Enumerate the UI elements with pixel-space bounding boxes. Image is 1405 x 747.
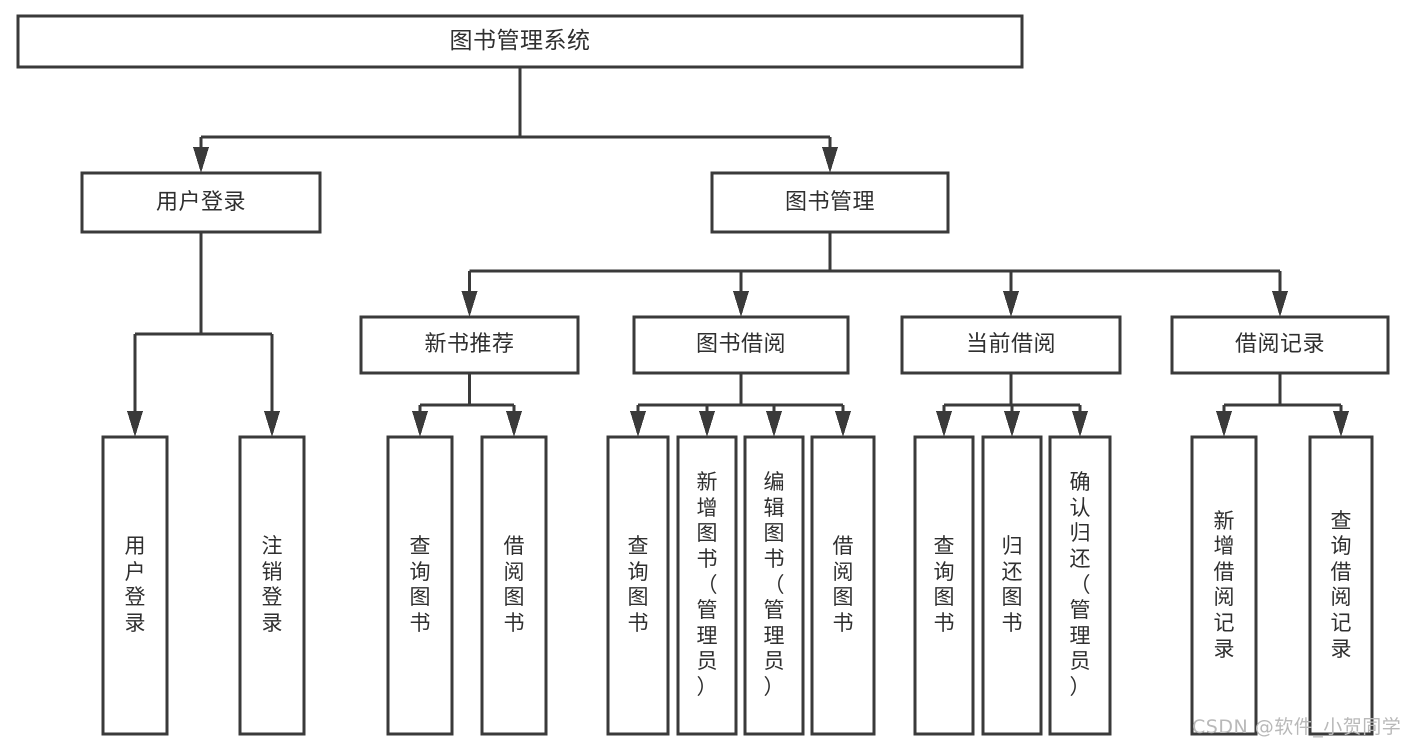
node-box-query-book-3 [913, 435, 975, 736]
arrow-add-borrow-record [1216, 411, 1232, 437]
arrow-book-manage [822, 147, 838, 173]
arrow-query-book-2 [630, 411, 646, 437]
node-box-book-manage [710, 171, 950, 234]
connector-layer [127, 67, 1349, 437]
arrow-borrow-book-1 [506, 411, 522, 437]
arrow-query-book-3 [936, 411, 952, 437]
node-box-return-book [981, 435, 1043, 736]
arrow-borrow-book-2 [835, 411, 851, 437]
node-box-query-book-1 [386, 435, 454, 736]
arrow-add-book-admin [699, 411, 715, 437]
node-box-edit-book-admin [743, 435, 805, 736]
arrow-borrow-record [1272, 291, 1288, 317]
node-box-query-borrow-record [1308, 435, 1374, 736]
node-box-root [16, 14, 1024, 69]
arrow-user-login [193, 147, 209, 173]
arrow-user-logout [264, 411, 280, 437]
node-box-confirm-return-admin [1048, 435, 1112, 736]
arrow-book-borrow [733, 291, 749, 317]
arrow-return-book [1004, 411, 1020, 437]
arrow-current-borrow [1003, 291, 1019, 317]
node-box-borrow-record [1170, 315, 1390, 375]
node-box-add-book-admin [676, 435, 738, 736]
arrow-new-book-recommend [461, 291, 478, 317]
arrow-query-borrow-record [1333, 411, 1349, 437]
node-box-add-borrow-record [1190, 435, 1258, 736]
node-box-borrow-book-2 [810, 435, 876, 736]
node-box-borrow-book-1 [480, 435, 548, 736]
node-box-book-borrow [632, 315, 850, 375]
arrow-confirm-return-admin [1072, 411, 1088, 437]
node-box-current-borrow [900, 315, 1122, 375]
node-box-user-login-do [101, 435, 169, 736]
node-box-query-book-2 [606, 435, 670, 736]
node-box-user-logout [238, 435, 306, 736]
node-box-new-book-recommend [359, 315, 580, 375]
arrow-edit-book-admin [766, 411, 782, 437]
node-box-user-login [80, 171, 322, 234]
box-layer [16, 14, 1390, 736]
arrow-user-login-do [127, 411, 143, 437]
arrow-query-book-1 [412, 411, 428, 437]
